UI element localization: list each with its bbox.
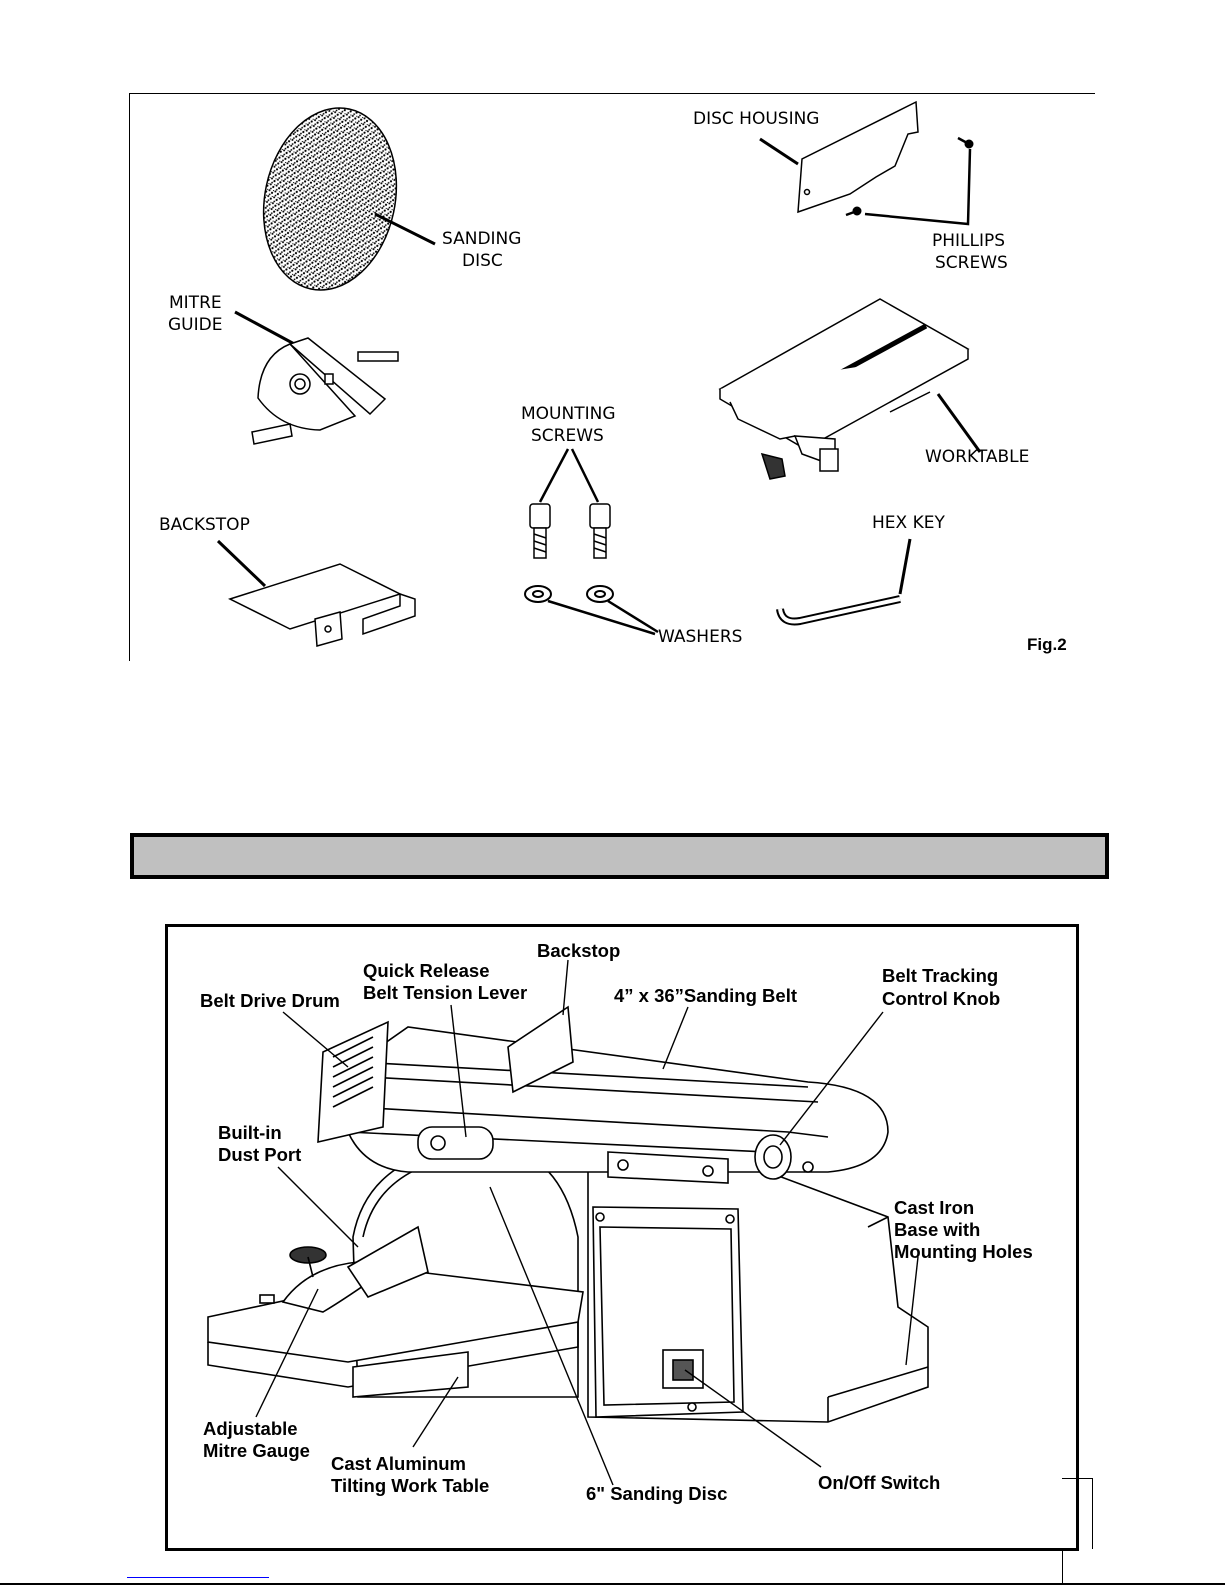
label-cast-iron-base-1: Cast Iron xyxy=(894,1197,974,1218)
label-on-off-switch: On/Off Switch xyxy=(818,1472,940,1493)
label-mounting-screws-2: SCREWS xyxy=(531,426,604,446)
label-dust-port-2: Dust Port xyxy=(218,1144,301,1165)
hex-key-illustration xyxy=(776,538,912,626)
label-sanding-disc: 6" Sanding Disc xyxy=(586,1483,727,1504)
callout-leaders xyxy=(255,959,919,1486)
label-cast-iron-base-3: Mounting Holes xyxy=(894,1241,1033,1262)
label-sanding-disc-2: DISC xyxy=(462,251,503,271)
label-sanding-belt: 4” x 36”Sanding Belt xyxy=(614,985,797,1006)
backstop-illustration xyxy=(216,539,416,647)
label-mitre-gauge-2: Mitre Gauge xyxy=(203,1440,310,1461)
label-disc-housing: DISC HOUSING xyxy=(693,109,819,129)
label-quick-release-2: Belt Tension Lever xyxy=(363,982,527,1003)
phillips-screws-illustration xyxy=(845,136,974,226)
label-phillips-screws-2: SCREWS xyxy=(935,253,1008,273)
label-sanding-disc-1: SANDING xyxy=(442,229,521,249)
label-backstop: Backstop xyxy=(537,940,620,961)
label-quick-release-1: Quick Release xyxy=(363,960,490,981)
label-belt-tracking-2: Control Knob xyxy=(882,988,1000,1009)
washers-illustration xyxy=(524,585,659,636)
label-dust-port-1: Built-in xyxy=(218,1122,282,1143)
label-mitre-guide-2: GUIDE xyxy=(168,315,222,335)
sanding-disc-illustration xyxy=(262,107,436,291)
label-mounting-screws-1: MOUNTING xyxy=(521,404,616,424)
mitre-guide-illustration xyxy=(234,310,399,445)
section-heading-banner xyxy=(130,833,1109,879)
mounting-screws-illustration xyxy=(529,448,611,559)
label-belt-tracking-1: Belt Tracking xyxy=(882,965,998,986)
footer-rule xyxy=(0,1583,1225,1585)
label-mitre-guide-1: MITRE xyxy=(169,293,222,313)
page-number-box xyxy=(1062,1478,1093,1549)
belt-disc-sander-illustration xyxy=(207,1005,929,1423)
page-divider xyxy=(1062,1548,1063,1583)
label-work-table-1: Cast Aluminum xyxy=(331,1453,466,1474)
disc-housing-illustration xyxy=(759,100,919,214)
footer-link-underline xyxy=(127,1577,269,1578)
label-belt-drive-drum: Belt Drive Drum xyxy=(200,990,340,1011)
worktable-illustration xyxy=(718,298,982,480)
label-backstop: BACKSTOP xyxy=(159,515,250,535)
label-washers: WASHERS xyxy=(658,627,742,647)
label-cast-iron-base-2: Base with xyxy=(894,1219,980,1240)
label-mitre-gauge-1: Adjustable xyxy=(203,1418,298,1439)
label-phillips-screws-1: PHILLIPS xyxy=(932,231,1005,251)
parts-figure: SANDING DISC DISC HOUSING PHILLIPS SCREW… xyxy=(129,93,1095,661)
label-worktable: WORKTABLE xyxy=(925,447,1029,467)
machine-figure: Backstop Quick Release Belt Tension Leve… xyxy=(165,924,1079,1551)
label-work-table-2: Tilting Work Table xyxy=(331,1475,489,1496)
label-hex-key: HEX KEY xyxy=(872,513,945,533)
figure-number: Fig.2 xyxy=(1027,635,1067,654)
